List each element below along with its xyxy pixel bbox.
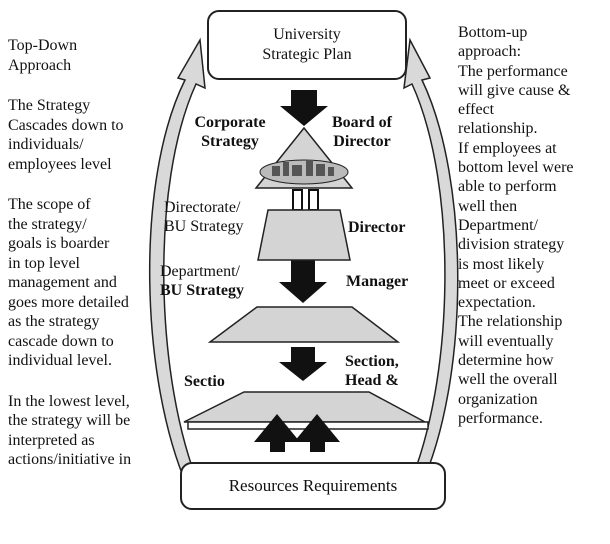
scope-paragraph: The scope of the strategy/ goals is boar…	[8, 196, 129, 369]
cascade-paragraph: The Strategy Cascades down to individual…	[8, 97, 124, 173]
up-arrow-icon	[254, 414, 340, 452]
right-curved-arrow-icon	[403, 37, 459, 489]
resources-requirements-box: Resources Requirements	[180, 462, 446, 510]
top-down-paragraph: Top-Down Approach	[8, 37, 78, 74]
section-trapezoid	[183, 391, 426, 423]
down-arrow-icon	[279, 347, 327, 381]
city-image	[272, 160, 334, 176]
section-left-label: Sectio	[184, 373, 225, 390]
manager-label: Manager	[346, 273, 409, 290]
left-curved-arrow-icon	[148, 37, 206, 489]
university-strategic-plan-box: University Strategic Plan	[207, 10, 407, 80]
director-label: Director	[348, 219, 406, 236]
down-arrow-icon	[280, 90, 328, 126]
top-box-line2: Strategic Plan	[262, 46, 352, 63]
section-head-label: Section,Head &	[345, 353, 399, 389]
directorate-trapezoid	[257, 209, 351, 261]
left-description: Top-Down Approach The Strategy Cascades …	[8, 36, 168, 491]
right-description: Bottom-up approach: The performance will…	[458, 24, 574, 427]
bottom-box-label: Resources Requirements	[228, 476, 398, 495]
corporate-triangle	[254, 126, 354, 189]
lowest-level-paragraph: In the lowest level, the strategy will b…	[8, 392, 132, 469]
directorate-strategy-label: Directorate/BU Strategy	[164, 199, 244, 235]
department-strategy-label: Department/BU Strategy	[160, 263, 244, 299]
top-box-line1: University	[273, 26, 341, 43]
department-trapezoid	[207, 306, 401, 343]
down-arrow-icon	[279, 253, 327, 303]
up-arrow-icon	[292, 189, 319, 211]
